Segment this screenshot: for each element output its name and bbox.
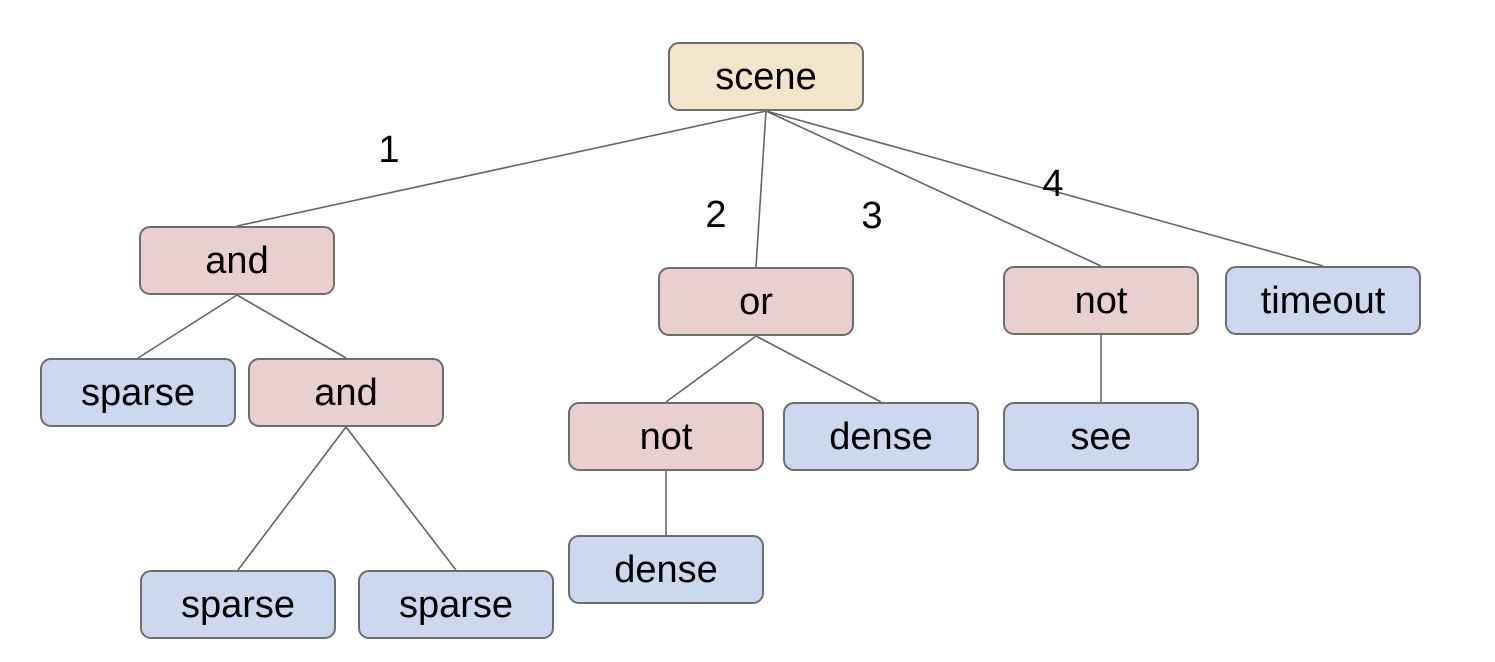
tree-node-label: sparse	[80, 371, 196, 414]
tree-edge-and-2-sparse-2	[237, 426, 347, 571]
tree-node-or-1: or	[658, 267, 854, 336]
tree-node-dense-2: dense	[568, 535, 764, 604]
tree-node-label: dense	[614, 548, 718, 591]
tree-node-label: or	[739, 280, 773, 323]
tree-edge-and-1-and-2	[236, 294, 347, 359]
tree-edge-or-1-dense-1	[755, 335, 882, 403]
edge-label-2: 2	[705, 194, 727, 236]
edge-label-1: 1	[378, 129, 400, 171]
tree-node-sparse-1: sparse	[40, 358, 236, 427]
tree-node-label: not	[639, 415, 693, 458]
tree-node-and-1: and	[139, 226, 335, 295]
tree-node-timeout-1: timeout	[1225, 266, 1421, 335]
edge-label-4: 4	[1042, 163, 1064, 205]
tree-node-see-1: see	[1003, 402, 1199, 471]
tree-node-label: and	[314, 371, 378, 414]
tree-node-dense-1: dense	[783, 402, 979, 471]
tree-node-and-2: and	[248, 358, 444, 427]
tree-node-label: scene	[715, 55, 817, 98]
tree-edge-and-2-sparse-3	[345, 426, 457, 571]
tree-node-label: sparse	[398, 583, 514, 626]
tree-edge-and-1-sparse-1	[137, 294, 238, 359]
tree-node-label: timeout	[1260, 279, 1386, 322]
tree-edge-scene-timeout-1	[765, 110, 1324, 267]
edge-label-3: 3	[861, 195, 883, 237]
tree-node-label: and	[205, 239, 269, 282]
tree-node-sparse-3: sparse	[358, 570, 554, 639]
tree-node-scene: scene	[668, 42, 864, 111]
tree-edge-or-1-not-2	[665, 335, 757, 403]
tree-node-label: sparse	[180, 583, 296, 626]
tree-node-sparse-2: sparse	[140, 570, 336, 639]
tree-edge-scene-or-1	[755, 110, 767, 268]
tree-node-not-1: not	[1003, 266, 1199, 335]
tree-node-label: see	[1070, 415, 1132, 458]
tree-node-label: not	[1074, 279, 1128, 322]
tree-node-label: dense	[829, 415, 933, 458]
tree-edge-scene-and-1	[236, 110, 767, 227]
tree-node-not-2: not	[568, 402, 764, 471]
tree-edge-scene-not-1	[765, 110, 1102, 267]
